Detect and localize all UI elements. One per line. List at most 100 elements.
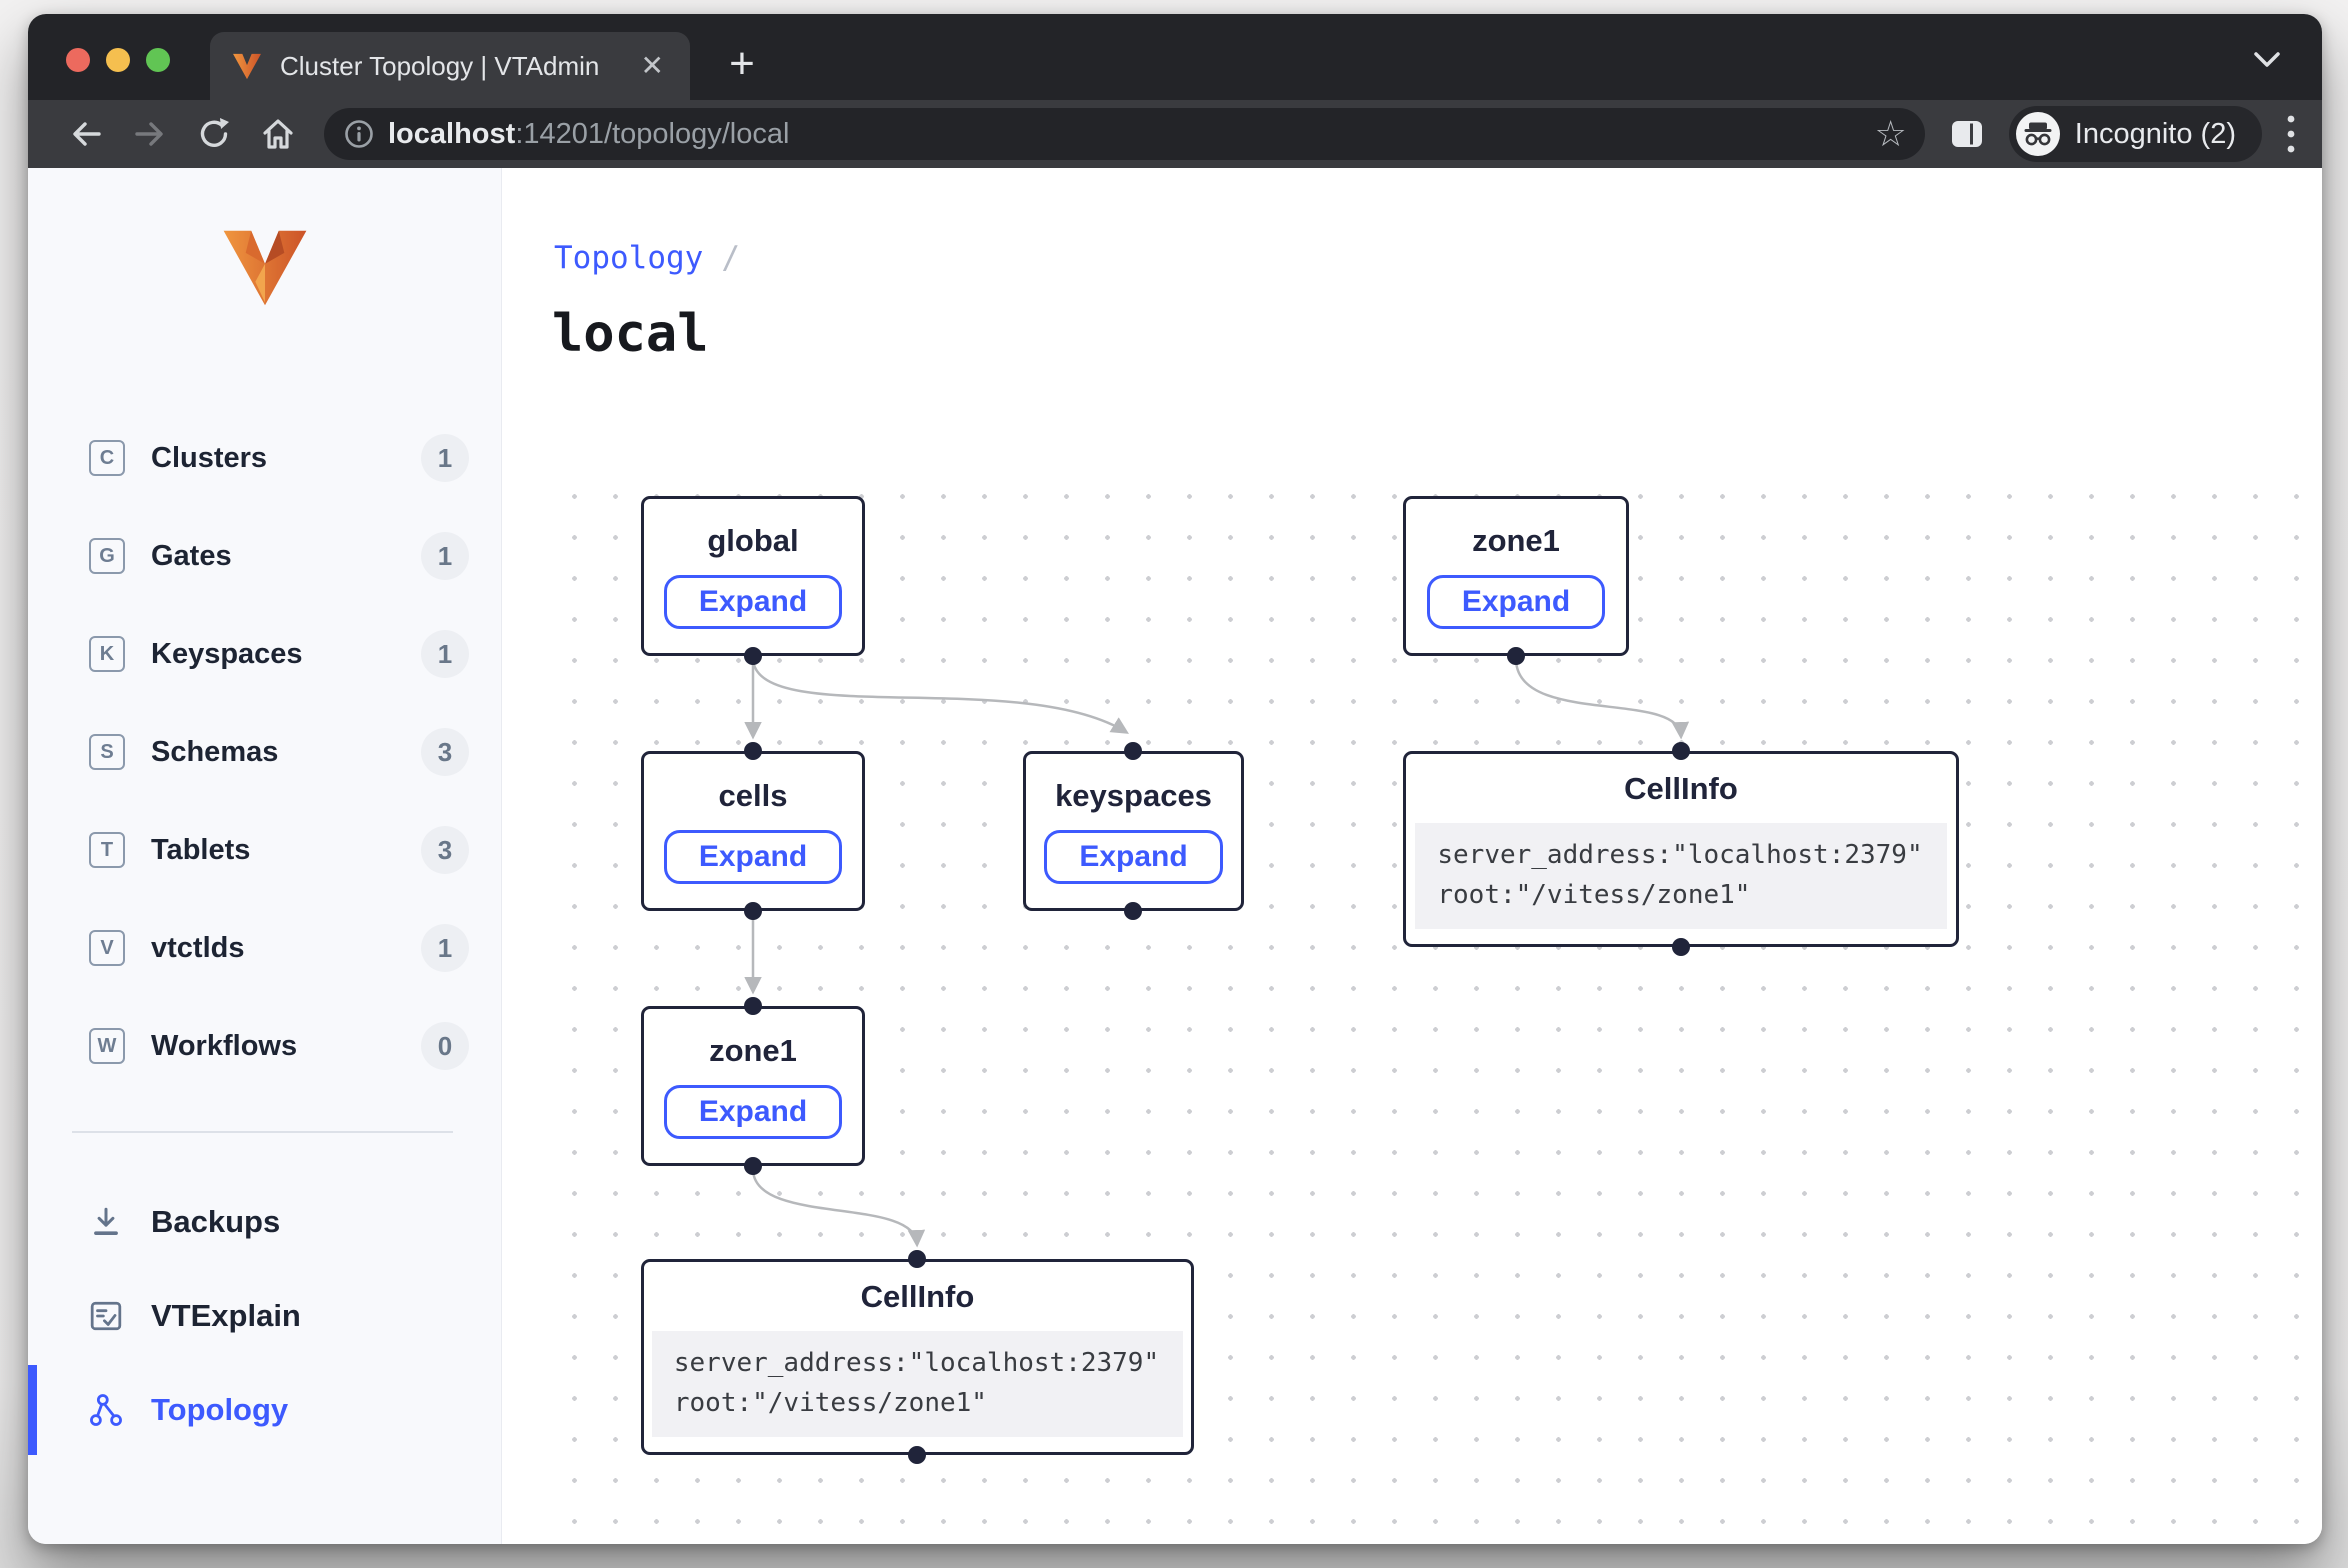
forward-arrow-icon xyxy=(135,122,163,146)
sidebar-item-topology[interactable]: Topology xyxy=(28,1363,501,1457)
code-line: root:"/vitess/zone1" xyxy=(1437,880,1751,910)
node-title: CellInfo xyxy=(860,1278,975,1314)
count-badge: 1 xyxy=(421,630,469,678)
topology-icon xyxy=(90,1394,122,1426)
sidebar-item-label: Gates xyxy=(151,539,232,572)
reload-button[interactable] xyxy=(182,106,246,162)
sidebar-item-tablets[interactable]: T Tablets 3 xyxy=(28,801,501,899)
sidebar-item-vtexplain[interactable]: VTExplain xyxy=(28,1269,501,1363)
count-badge: 3 xyxy=(421,728,469,776)
bookmark-star-icon[interactable]: ☆ xyxy=(1874,113,1907,154)
sidebar-item-workflows[interactable]: W Workflows 0 xyxy=(28,997,501,1095)
breadcrumb-topology-link[interactable]: Topology xyxy=(554,240,704,276)
code-line: root:"/vitess/zone1" xyxy=(673,1388,987,1418)
download-icon xyxy=(94,1207,118,1235)
document-check-icon xyxy=(90,1301,122,1331)
tablets-icon: T xyxy=(89,832,125,868)
incognito-badge[interactable]: Incognito (2) xyxy=(2008,106,2262,162)
zoom-window-button[interactable] xyxy=(146,48,170,72)
traffic-lights xyxy=(66,48,170,72)
node-title: cells xyxy=(718,777,788,813)
node-cells: cells Expand xyxy=(641,751,865,911)
breadcrumb-separator: / xyxy=(721,240,740,276)
tab-search-chevron-icon[interactable] xyxy=(2254,52,2280,68)
sidebar-item-gates[interactable]: G Gates 1 xyxy=(28,507,501,605)
sidebar-item-label: Topology xyxy=(151,1392,289,1427)
browser-tab[interactable]: Cluster Topology | VTAdmin ✕ xyxy=(210,32,690,100)
keyspaces-icon: K xyxy=(89,636,125,672)
side-panel-icon xyxy=(1951,121,1982,147)
side-panel-button[interactable] xyxy=(1951,120,1983,148)
sidebar-nav: C Clusters 1 G Gates 1 K Keyspaces 1 S S… xyxy=(28,409,501,1095)
back-button[interactable] xyxy=(54,106,118,162)
sidebar-item-label: Tablets xyxy=(151,833,251,866)
node-title: CellInfo xyxy=(1624,770,1738,806)
vitess-favicon xyxy=(233,53,261,79)
back-arrow-icon xyxy=(73,122,101,146)
breadcrumb: Topology / xyxy=(554,240,740,276)
count-badge: 3 xyxy=(421,826,469,874)
schemas-icon: S xyxy=(89,734,125,770)
expand-button[interactable]: Expand xyxy=(1044,829,1223,885)
count-badge: 1 xyxy=(421,532,469,580)
expand-button[interactable]: Expand xyxy=(1426,574,1606,630)
sidebar-item-vtctlds[interactable]: V vtctlds 1 xyxy=(28,899,501,997)
node-zone1-top: zone1 Expand xyxy=(1403,496,1629,656)
active-indicator xyxy=(28,1365,37,1455)
expand-button[interactable]: Expand xyxy=(663,574,843,630)
site-info-icon[interactable] xyxy=(344,119,374,149)
gates-icon: G xyxy=(89,538,125,574)
close-window-button[interactable] xyxy=(66,48,90,72)
sidebar-item-label: vtctlds xyxy=(151,931,245,964)
tab-strip: Cluster Topology | VTAdmin ✕ + xyxy=(28,14,2322,100)
incognito-label: Incognito (2) xyxy=(2074,117,2236,150)
sidebar-item-backups[interactable]: Backups xyxy=(28,1175,501,1269)
vtctlds-icon: V xyxy=(89,930,125,966)
incognito-icon xyxy=(2015,112,2060,156)
sidebar: C Clusters 1 G Gates 1 K Keyspaces 1 S S… xyxy=(28,168,502,1544)
node-title: keyspaces xyxy=(1055,777,1212,813)
node-title: global xyxy=(707,522,799,558)
vitess-logo xyxy=(223,230,306,306)
count-badge: 1 xyxy=(421,434,469,482)
sidebar-item-label: Clusters xyxy=(151,441,268,474)
tab-title: Cluster Topology | VTAdmin xyxy=(280,50,600,81)
code-line: server_address:"localhost:2379" xyxy=(673,1347,1160,1378)
code-line: server_address:"localhost:2379" xyxy=(1437,839,1923,870)
reload-icon xyxy=(200,120,228,147)
expand-button[interactable]: Expand xyxy=(663,829,843,885)
clusters-icon: C xyxy=(89,440,125,476)
sidebar-item-label: Schemas xyxy=(151,735,279,768)
new-tab-button[interactable]: + xyxy=(729,39,755,88)
page-content: C Clusters 1 G Gates 1 K Keyspaces 1 S S… xyxy=(28,168,2322,1544)
sidebar-item-label: VTExplain xyxy=(151,1298,301,1333)
address-bar[interactable]: localhost:14201/topology/local ☆ xyxy=(324,108,1925,160)
kebab-menu-icon xyxy=(2287,115,2295,153)
sidebar-item-schemas[interactable]: S Schemas 3 xyxy=(28,703,501,801)
node-cellinfo-bottom: CellInfo server_address:"localhost:2379"… xyxy=(641,1259,1194,1455)
expand-button[interactable]: Expand xyxy=(663,1084,843,1140)
node-keyspaces: keyspaces Expand xyxy=(1023,751,1244,911)
count-badge: 0 xyxy=(421,1022,469,1070)
browser-menu-button[interactable] xyxy=(2286,113,2296,155)
page-title: local xyxy=(552,304,709,364)
forward-button[interactable] xyxy=(118,106,182,162)
url-host: localhost xyxy=(388,117,516,150)
node-title: zone1 xyxy=(709,1032,797,1068)
sidebar-item-clusters[interactable]: C Clusters 1 xyxy=(28,409,501,507)
url-text[interactable]: localhost:14201/topology/local xyxy=(388,118,1875,151)
node-zone1-bottom: zone1 Expand xyxy=(641,1006,865,1166)
browser-toolbar: localhost:14201/topology/local ☆ Incogni… xyxy=(28,100,2322,168)
url-path: :14201/topology/local xyxy=(515,117,790,150)
sidebar-item-keyspaces[interactable]: K Keyspaces 1 xyxy=(28,605,501,703)
tab-close-icon[interactable]: ✕ xyxy=(640,50,664,81)
minimize-window-button[interactable] xyxy=(106,48,130,72)
count-badge: 1 xyxy=(421,924,469,972)
topology-main: Topology / local xyxy=(502,168,2322,1544)
cellinfo-code: server_address:"localhost:2379" root:"/v… xyxy=(1415,822,1947,930)
sidebar-divider xyxy=(72,1131,453,1133)
cellinfo-code: server_address:"localhost:2379" root:"/v… xyxy=(651,1330,1184,1438)
home-button[interactable] xyxy=(246,106,310,162)
node-title: zone1 xyxy=(1472,522,1560,558)
sidebar-item-label: Workflows xyxy=(151,1029,298,1062)
